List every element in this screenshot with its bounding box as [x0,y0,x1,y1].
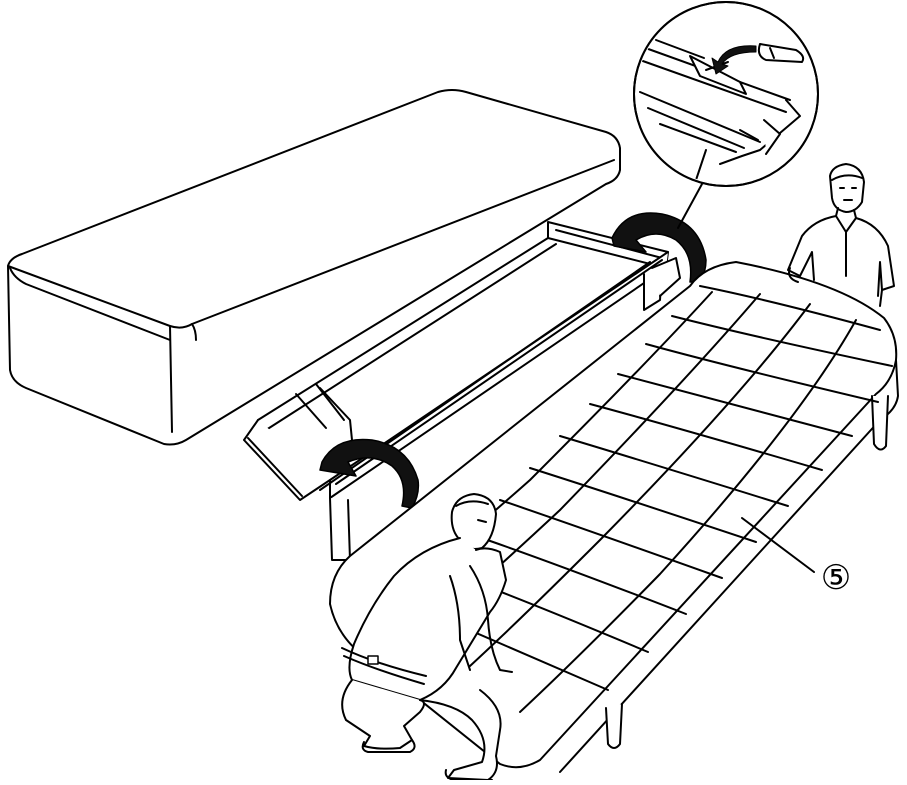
detail-magnifier-icon [634,2,818,228]
mattress [8,90,620,445]
callout-label-5: ⑤ [818,560,854,596]
